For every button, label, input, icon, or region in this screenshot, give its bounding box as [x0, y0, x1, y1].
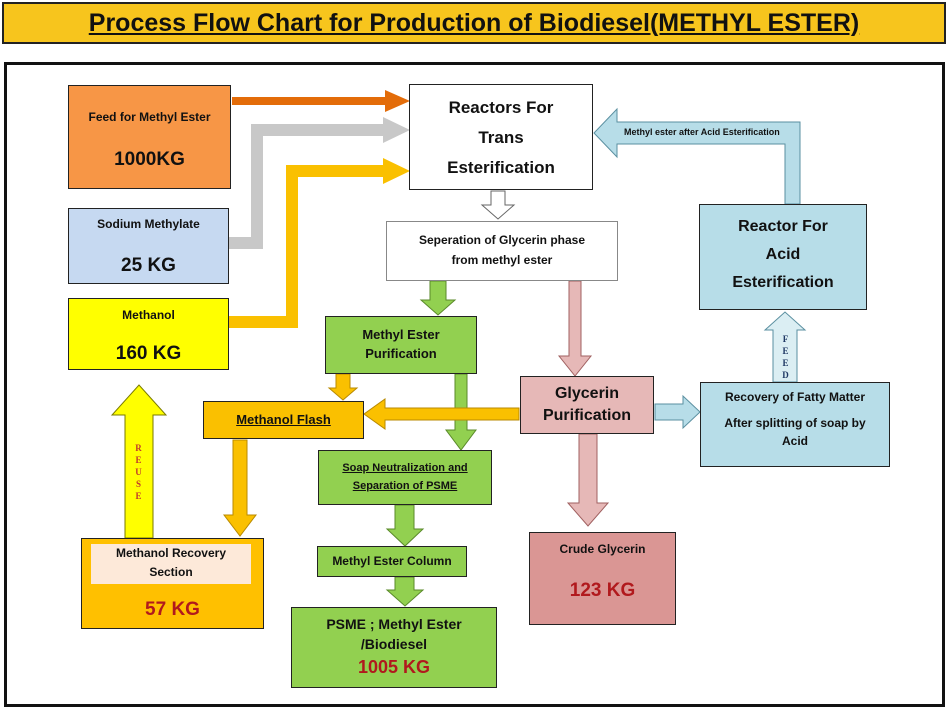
arrow-reactor-to-separation	[480, 190, 516, 220]
recovery-fatty-matter-box: Recovery of Fatty Matter After splitting…	[700, 382, 890, 467]
methanol-recovery-box: Methanol Recovery Section 57 KG	[81, 538, 264, 629]
page-title: Process Flow Chart for Production of Bio…	[2, 2, 946, 44]
recovery-line3: Acid	[781, 434, 808, 448]
acid-esterification-reactor-box: Reactor For Acid Esterification	[699, 204, 867, 310]
feed-label: Feed for Methyl Ester	[88, 110, 211, 124]
arrow-acid-return	[593, 107, 801, 205]
psme-value: 1005 KG	[357, 657, 431, 677]
arrow-feed-to-reactor	[232, 90, 410, 112]
title-main: Process Flow Chart for Production of Bio…	[88, 8, 650, 37]
crude-value: 123 KG	[569, 580, 636, 601]
arrow-column-to-psme	[385, 576, 425, 607]
arrow-flash-to-recovery	[222, 439, 258, 537]
reactors-line2: Trans	[478, 128, 524, 147]
recovery-line1: Recovery of Fatty Matter	[724, 390, 866, 404]
sodium-label: Sodium Methylate	[97, 217, 200, 231]
glycerin-line1: Glycerin	[554, 385, 620, 402]
arrow-soap-to-column	[385, 504, 425, 547]
meth-recovery-value: 57 KG	[145, 599, 200, 620]
arrow-purification-to-flash	[327, 373, 359, 401]
acid-line2: Acid	[765, 246, 801, 263]
arrow-methanol-to-reactor	[228, 158, 410, 328]
meth-recovery-line2: Section	[149, 565, 193, 579]
reactors-trans-box: Reactors For Trans Esterification	[409, 84, 593, 190]
meth-recovery-label-panel: Methanol Recovery Section	[91, 544, 251, 584]
separation-line2: from methyl ester	[451, 253, 553, 267]
acid-line3: Esterification	[732, 274, 834, 291]
arrow-feed-up	[763, 311, 807, 383]
crude-glycerin-box: Crude Glycerin 123 KG	[529, 532, 676, 625]
methanol-value: 160 KG	[115, 343, 182, 364]
separation-box: Seperation of Glycerin phase from methyl…	[386, 221, 618, 281]
arrow-glycerin-to-crude	[566, 433, 610, 527]
arrow-reuse	[110, 384, 168, 539]
arrow-glycerin-to-flash	[363, 398, 520, 430]
title-suffix: (METHYL ESTER)	[649, 8, 860, 37]
purification-line2: Purification	[365, 346, 437, 361]
crude-label: Crude Glycerin	[559, 542, 646, 556]
arrow-separation-to-glycerin	[557, 280, 593, 377]
meth-recovery-line1: Methanol Recovery	[115, 546, 227, 560]
arrow-glycerin-to-recovery	[654, 394, 701, 430]
reactors-line1: Reactors For	[448, 98, 554, 117]
methanol-flash-box: Methanol Flash	[203, 401, 364, 439]
glycerin-line2: Purification	[542, 407, 631, 424]
methanol-box: Methanol 160 KG	[68, 298, 229, 370]
sodium-value: 25 KG	[121, 255, 176, 276]
diagram-frame	[4, 62, 945, 707]
acid-return-label: Methyl ester after Acid Esterification	[624, 127, 780, 137]
recovery-line2: After splitting of soap by	[724, 416, 866, 430]
feed-value: 1000KG	[114, 149, 185, 170]
psme-line1: PSME ; Methyl Ester	[326, 616, 462, 632]
arrow-separation-to-purification	[419, 280, 457, 316]
soap-line1: Soap Neutralization and	[342, 462, 468, 474]
methanol-label: Methanol	[122, 308, 175, 322]
reactors-line3: Esterification	[447, 158, 555, 177]
feed-box: Feed for Methyl Ester 1000KG	[68, 85, 231, 189]
soap-neutralization-box: Soap Neutralization and Separation of PS…	[318, 450, 492, 505]
acid-line1: Reactor For	[738, 218, 828, 235]
column-label: Methyl Ester Column	[332, 554, 452, 568]
methyl-ester-column-box: Methyl Ester Column	[317, 546, 467, 577]
flash-label: Methanol Flash	[236, 412, 331, 427]
arrow-sodium-to-reactor	[228, 117, 410, 249]
purification-line1: Methyl Ester	[362, 327, 440, 342]
separation-line1: Seperation of Glycerin phase	[418, 233, 586, 247]
soap-line2: Separation of PSME	[352, 480, 458, 492]
glycerin-purification-box: Glycerin Purification	[520, 376, 654, 434]
psme-line2: /Biodiesel	[360, 636, 428, 652]
sodium-methylate-box: Sodium Methylate 25 KG	[68, 208, 229, 284]
psme-box: PSME ; Methyl Ester /Biodiesel 1005 KG	[291, 607, 497, 688]
methyl-ester-purification-box: Methyl Ester Purification	[325, 316, 477, 374]
